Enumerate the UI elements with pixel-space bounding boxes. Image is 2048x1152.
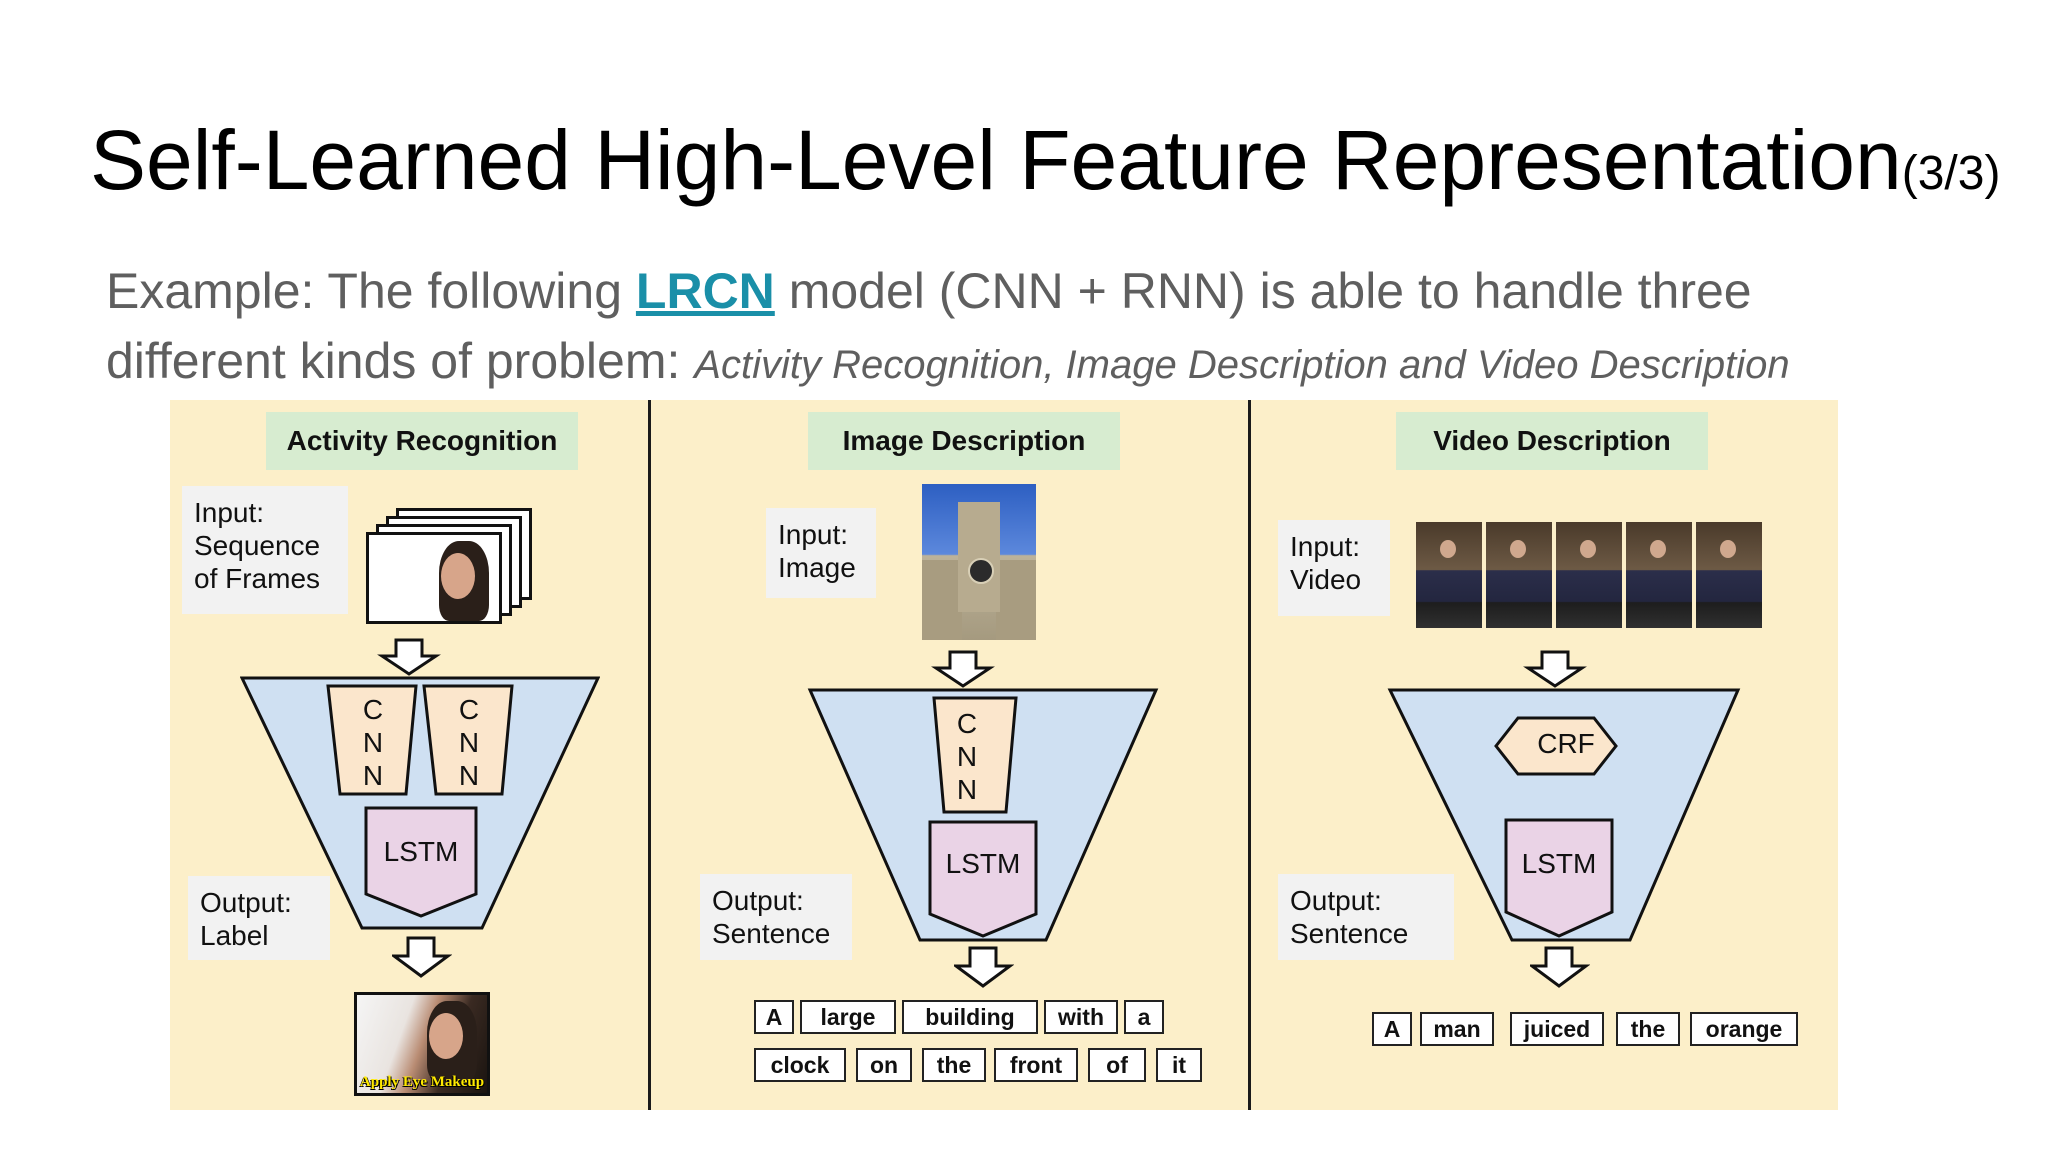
video-input-label: Input: Video <box>1278 520 1390 616</box>
cnn-label: C N N <box>340 692 406 792</box>
activity-output-label: Output: Label <box>188 876 330 960</box>
activity-recognition-header: Activity Recognition <box>266 412 578 470</box>
image-funnel <box>807 650 1159 942</box>
cnn-label: C N N <box>930 704 1004 808</box>
input-building-image <box>922 484 1036 640</box>
word-box: the <box>1616 1012 1680 1046</box>
frame-sequence-image <box>366 508 536 624</box>
lstm-label: LSTM <box>1521 848 1597 879</box>
word-box: juiced <box>1510 1012 1604 1046</box>
cnn-block <box>326 684 418 796</box>
video-frame <box>1696 522 1762 628</box>
video-frame <box>1626 522 1692 628</box>
activity-result-image: Apply Eye Makeup <box>354 992 490 1096</box>
slide-subtitle: Example: The following LRCN model (CNN +… <box>106 256 2006 400</box>
word-box: orange <box>1690 1012 1798 1046</box>
word-box: a <box>1124 1000 1164 1034</box>
lstm-block <box>364 806 478 918</box>
input-line: Input: <box>194 497 265 528</box>
funnel-body <box>1387 688 1741 942</box>
output-line: Output: <box>200 887 292 918</box>
down-arrow-icon <box>1523 650 1587 688</box>
lstm-block <box>928 820 1038 938</box>
lrcn-diagram: Activity Recognition Input: Sequence of … <box>170 400 1838 1110</box>
word-box: A <box>754 1000 794 1034</box>
lstm-label: LSTM <box>945 848 1021 879</box>
video-description-header: Video Description <box>1396 412 1708 470</box>
cnn-block <box>932 696 1018 814</box>
lstm-block <box>1504 818 1614 938</box>
slide-title-suffix: (3/3) <box>1901 147 2001 200</box>
cnn-letter: N <box>362 726 384 758</box>
frame-face <box>366 532 502 624</box>
image-input-label: Input: Image <box>766 508 876 598</box>
image-description-header: Image Description <box>808 412 1120 470</box>
video-output-label: Output: Sentence <box>1278 874 1454 960</box>
activity-funnel <box>240 638 600 930</box>
word-box: building <box>902 1000 1038 1034</box>
funnel-body <box>807 688 1159 942</box>
down-arrow-icon <box>377 638 441 676</box>
output-line: Sentence <box>1290 918 1409 949</box>
down-arrow-icon <box>1530 946 1590 988</box>
word-box: A <box>1372 1012 1412 1046</box>
input-line: Input: <box>1290 531 1361 562</box>
input-line: Video <box>1290 564 1362 595</box>
input-line: of Frames <box>194 563 321 594</box>
video-frame <box>1416 522 1482 628</box>
activity-input-label: Input: Sequence of Frames <box>182 486 348 614</box>
result-caption: Apply Eye Makeup <box>359 1074 485 1090</box>
word-box: on <box>856 1048 912 1082</box>
cnn-letter: N <box>956 740 978 772</box>
input-line: Sequence <box>194 530 321 561</box>
output-line: Output: <box>712 885 804 916</box>
output-line: Label <box>200 920 269 951</box>
word-box: clock <box>754 1048 846 1082</box>
word-box: the <box>922 1048 986 1082</box>
slide-title-text: Self-Learned High-Level Feature Represen… <box>90 113 1902 207</box>
input-line: Image <box>778 552 856 583</box>
subtitle-line-1: Example: The following LRCN model (CNN +… <box>106 256 2006 326</box>
video-frame <box>1486 522 1552 628</box>
subtitle-line-2: different kinds of problem: Activity Rec… <box>106 326 2006 400</box>
funnel-body <box>240 676 600 930</box>
down-arrow-icon <box>392 936 452 978</box>
subtitle-rest: model (CNN + RNN) is able to handle thre… <box>774 263 1752 319</box>
word-box: it <box>1156 1048 1202 1082</box>
cnn-letter: C <box>362 693 384 725</box>
cnn-label: C N N <box>436 692 502 792</box>
crf-label: CRF <box>1537 728 1595 759</box>
subtitle-line2-text: different kinds of problem: <box>106 333 695 389</box>
video-frames-image <box>1416 522 1766 628</box>
subtitle-italic: Activity Recognition, Image Description … <box>694 343 1790 387</box>
cnn-block <box>422 684 514 796</box>
crf-block <box>1494 716 1618 776</box>
clock-icon <box>968 558 994 584</box>
word-box: man <box>1420 1012 1494 1046</box>
cnn-letter: N <box>458 759 480 791</box>
input-line: Input: <box>778 519 849 550</box>
word-box: front <box>994 1048 1078 1082</box>
output-line: Sentence <box>712 918 831 949</box>
word-box: large <box>800 1000 896 1034</box>
lstm-label: LSTM <box>383 836 459 867</box>
image-output-label: Output: Sentence <box>700 874 852 960</box>
down-arrow-icon <box>954 946 1014 988</box>
word-box: of <box>1088 1048 1146 1082</box>
column-divider <box>648 400 651 1110</box>
cnn-letter: N <box>458 726 480 758</box>
cnn-letter: N <box>956 773 978 805</box>
video-frame <box>1556 522 1622 628</box>
down-arrow-icon <box>931 650 995 688</box>
cnn-letter: C <box>458 693 480 725</box>
slide-title: Self-Learned High-Level Feature Represen… <box>90 118 2000 202</box>
cnn-letter: C <box>956 707 978 739</box>
output-line: Output: <box>1290 885 1382 916</box>
subtitle-prefix: Example: The following <box>106 263 636 319</box>
column-divider <box>1248 400 1251 1110</box>
lrcn-link[interactable]: LRCN <box>635 263 775 319</box>
video-funnel <box>1387 650 1741 942</box>
cnn-letter: N <box>362 759 384 791</box>
word-box: with <box>1044 1000 1118 1034</box>
